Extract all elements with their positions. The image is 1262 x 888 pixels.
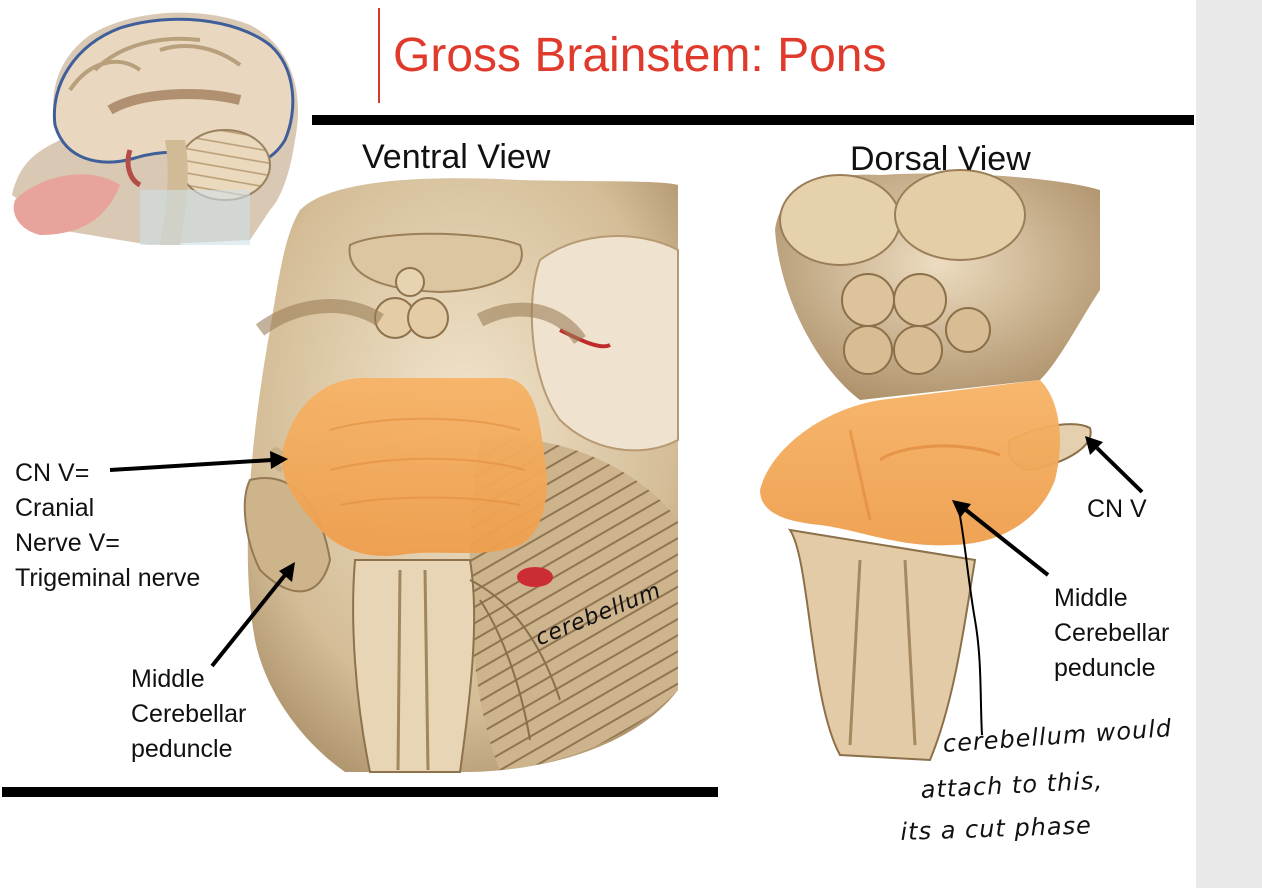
sagittal-brain-thumbnail — [12, 12, 298, 245]
mcp-left-line-1: Middle — [131, 665, 205, 693]
slide: Gross Brainstem: Pons Ventral View Dorsa… — [2, 8, 1194, 846]
ventral-view-label: Ventral View — [362, 138, 551, 176]
ventral-view-illustration — [243, 178, 679, 773]
mcp-right-line-2: Cerebellar — [1054, 619, 1170, 647]
mcp-label-left: Middle Cerebellar peduncle — [131, 662, 246, 767]
mcp-left-line-2: Cerebellar — [131, 700, 247, 728]
cn-v-label-left: CN V= Cranial Nerve V= Trigeminal nerve — [15, 456, 200, 596]
mcp-label-right: Middle Cerebellar peduncle — [1054, 581, 1169, 686]
side-panel — [1196, 0, 1262, 888]
mcp-right-line-1: Middle — [1054, 584, 1128, 612]
cn-v-line-1: CN V= — [15, 459, 90, 487]
mcp-left-line-3: peduncle — [131, 735, 233, 763]
top-divider — [312, 115, 1194, 125]
annotation-arrows — [109, 436, 1144, 668]
mcp-right-line-3: peduncle — [1054, 654, 1156, 682]
cn-v-label-right: CN V — [1087, 495, 1147, 523]
cn-v-line-4: Trigeminal nerve — [15, 564, 201, 592]
brain-illustrations — [12, 12, 1144, 773]
bottom-divider — [2, 787, 718, 797]
title-accent-bar — [378, 8, 380, 103]
dorsal-view-illustration — [760, 169, 1100, 762]
handwritten-pointer-line — [957, 504, 983, 736]
cn-v-line-3: Nerve V= — [15, 529, 120, 557]
dorsal-view-label: Dorsal View — [850, 140, 1031, 178]
slide-title: Gross Brainstem: Pons — [393, 29, 887, 82]
cn-v-line-2: Cranial — [15, 494, 95, 522]
